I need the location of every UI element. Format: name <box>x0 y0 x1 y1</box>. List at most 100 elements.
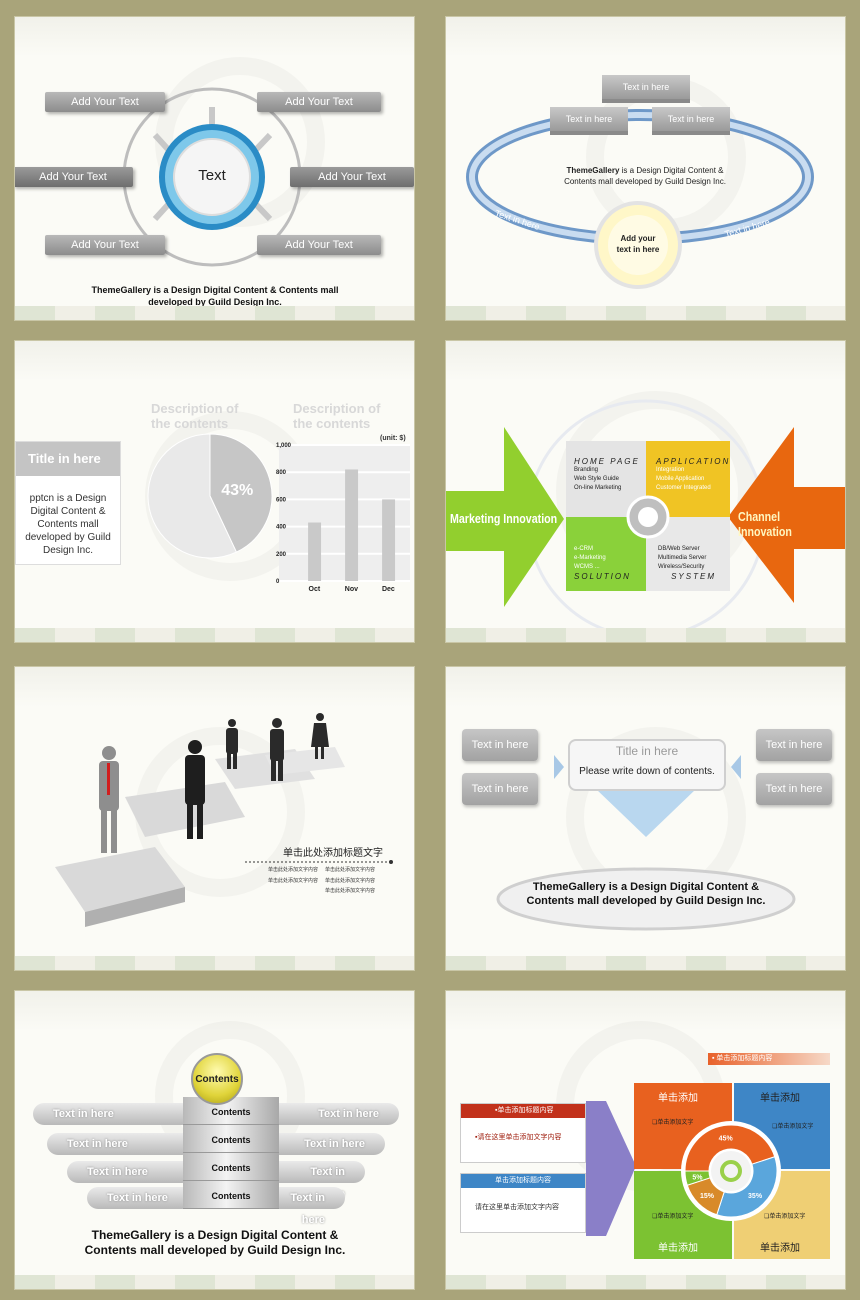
info-box-1: ▪单击添加标题内容 ▪请在这里单击添加文字内容 <box>460 1103 586 1163</box>
pie-slice <box>147 433 238 559</box>
pie-slice <box>209 433 273 553</box>
ring-description: ThemeGallery is a Design Digital Content… <box>540 165 750 187</box>
center-text-line-2: text in here <box>616 245 660 254</box>
info-box-1-title: ▪单击添加标题内容 <box>461 1104 585 1118</box>
q3-item: e-CRM <box>574 546 593 552</box>
text-box-right-2[interactable]: Text in here <box>756 773 832 805</box>
card-title: Title in here <box>615 744 679 758</box>
slide-4[interactable]: Marketing Innovation Channel Innovation … <box>445 340 846 643</box>
ring-center <box>711 1151 751 1191</box>
q3-item: WCMS ... <box>574 564 600 570</box>
x-tick-label: Oct <box>309 586 321 593</box>
pie-label: 43% <box>221 482 253 499</box>
caption-line-1: ThemeGallery is a Design Digital Content… <box>532 881 760 893</box>
slide-7[interactable]: Text in here Text in here Text in here T… <box>14 990 415 1290</box>
center-text-line-1: Add your <box>620 234 656 243</box>
text-box-bottom-left[interactable]: Add Your Text <box>45 235 165 255</box>
text-box-top-left[interactable]: Add Your Text <box>45 92 165 112</box>
block-label-br: 单击添加 <box>760 1243 800 1254</box>
text-box-top-right[interactable]: Add Your Text <box>257 92 381 112</box>
bar <box>308 522 322 581</box>
band-left-3: Text in here <box>67 1161 193 1183</box>
slide-6[interactable]: Text in here Text in here Text in here T… <box>445 666 846 971</box>
quadrant-application-title: APPLICATION <box>656 457 731 466</box>
info-box-2: 单击添加标题内容 请在这里单击添加文字内容 <box>460 1173 586 1233</box>
quadrant-solution: e-CRM e-Marketing WCMS ... SOLUTION <box>574 545 631 581</box>
slide-8[interactable]: ▪ 单击添加标题内容 ▪单击添加标题内容 ▪请在这里单击添加文字内容 单击添加标… <box>445 990 846 1290</box>
y-tick-label: 1,000 <box>276 443 292 449</box>
ring-label: 35% <box>748 1193 763 1200</box>
block-label-tl: 单击添加 <box>658 1093 698 1104</box>
band-right-3: Text in here <box>265 1161 365 1200</box>
cycle-icon <box>720 1160 742 1182</box>
caption: ThemeGallery is a Design Digital Content… <box>55 284 375 308</box>
text-box-right-1[interactable]: Text in here <box>756 729 832 761</box>
caption-line-2: Contents mall developed by Guild Design … <box>84 1243 346 1257</box>
y-tick-label: 600 <box>276 497 287 503</box>
block-small-bl: ❏单击添加文字 <box>652 1214 694 1220</box>
band-right-1: Text in here <box>265 1103 399 1125</box>
quadrant-application: APPLICATION Integration Mobile Applicati… <box>656 457 730 493</box>
bar <box>345 469 359 581</box>
slide-3[interactable]: Title in here pptcn is a Design Digital … <box>14 340 415 643</box>
ring-slice <box>716 1156 778 1218</box>
contents-sphere[interactable]: Contents <box>191 1053 243 1105</box>
cube-right[interactable]: Text in here <box>652 107 730 131</box>
slide-5[interactable]: 单击此处添加标题文字 单击此处添加文字内容 单击此处添加文字内容 单击此处添加文… <box>14 666 415 971</box>
title-card: Title in here Please write down of conte… <box>568 739 726 791</box>
ring-diagram <box>466 109 814 289</box>
q1-item: Web Style Guide <box>574 476 619 482</box>
cn-title: 单击此处添加标题文字 <box>283 848 383 859</box>
block-small-br: ❏单击添加文字 <box>764 1214 806 1220</box>
circle-diagram <box>122 87 302 267</box>
x-tick-label: Dec <box>382 586 395 593</box>
center-label: Text <box>198 167 226 184</box>
quadrant-system-title: SYSTEM <box>671 572 716 581</box>
bar <box>382 499 396 581</box>
marketing-innovation-label: Marketing Innovation <box>450 511 558 526</box>
cylinder-segment: Contents <box>183 1097 279 1125</box>
quadrant-home-title: HOME PAGE <box>574 457 640 466</box>
y-tick-label: 400 <box>276 525 287 531</box>
q1-item: Branding <box>574 467 599 473</box>
q2-item: Mobile Application <box>656 476 705 482</box>
text-box-left-2[interactable]: Text in here <box>462 773 538 805</box>
text-box-mid-right[interactable]: Add Your Text <box>290 167 414 187</box>
block-small-tr: ❏单击添加文字 <box>772 1124 814 1130</box>
cn-line: 单击此处添加文字内容 <box>325 888 376 894</box>
desc-rest: is a Design Digital Content & <box>619 166 724 175</box>
card-body: Please write down of contents. <box>579 766 715 777</box>
band-left-4: Text in here <box>87 1187 193 1209</box>
q2-item: Customer Integrated <box>656 485 711 491</box>
cube-left[interactable]: Text in here <box>550 107 628 131</box>
info-box-1-body: ▪请在这里单击添加文字内容 <box>475 1134 562 1141</box>
y-tick-label: 200 <box>276 552 287 558</box>
caption-line-2: Contents mall developed by Guild Design … <box>526 895 766 907</box>
text-box-bottom-right[interactable]: Add Your Text <box>257 235 381 255</box>
ring-label: 5% <box>692 1174 703 1181</box>
text-box-left-1[interactable]: Text in here <box>462 729 538 761</box>
slide-1[interactable]: Text Add Your Text Add Your Text Add You… <box>14 16 415 321</box>
panel-body: pptcn is a Design Digital Content & Cont… <box>25 493 111 556</box>
cylinder-segment: Contents <box>183 1125 279 1153</box>
q4-item: Wireless/Security <box>658 564 705 570</box>
ring-slice <box>684 1124 776 1172</box>
center-text: Add your text in here <box>598 233 678 255</box>
band-left-1: Text in here <box>33 1103 193 1125</box>
desc-line-2: Contents mall developed by Guild Design … <box>564 177 726 186</box>
ring-slice <box>684 1170 711 1186</box>
caption-line-1: ThemeGallery is a Design Digital Content… <box>91 1228 339 1242</box>
slide-2[interactable]: Text in here Text in here Text in here T… <box>445 16 846 321</box>
quadrant-pie: 45% 35% 15% 5% <box>586 1083 830 1259</box>
puzzle-people-illustration <box>55 713 393 927</box>
panel-title: Title in here <box>16 442 120 476</box>
quadrant-solution-title: SOLUTION <box>574 572 631 581</box>
cube-top[interactable]: Text in here <box>602 75 690 99</box>
text-box-mid-left[interactable]: Add Your Text <box>15 167 133 187</box>
caption: ThemeGallery is a Design Digital Content… <box>65 1228 365 1258</box>
block-label-bl: 单击添加 <box>658 1243 698 1254</box>
innovation-diagram <box>446 399 845 639</box>
ring-label: 45% <box>719 1135 734 1142</box>
ring-label: 15% <box>700 1193 715 1200</box>
band-left-2: Text in here <box>47 1133 193 1155</box>
